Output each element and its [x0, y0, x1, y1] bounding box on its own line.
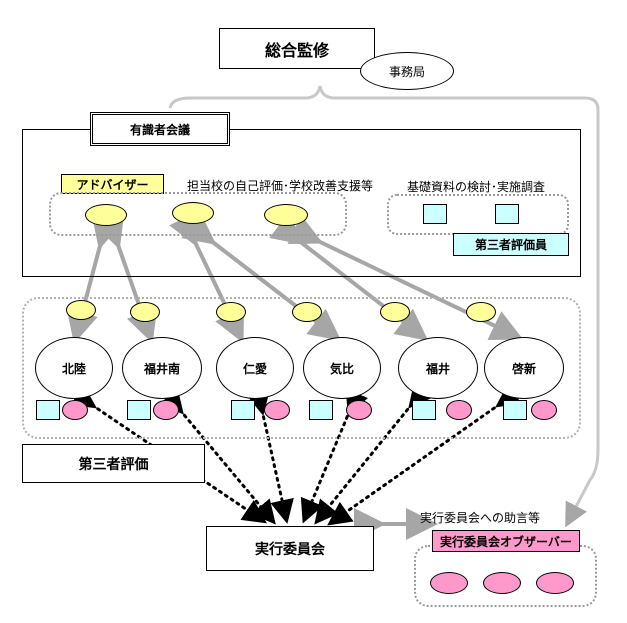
link-oval-5	[380, 302, 410, 322]
third-eval-box: 第三者評価	[22, 444, 205, 483]
committee-link-jinai	[246, 389, 294, 524]
title-text: 総合監修	[264, 40, 329, 60]
advisor-ellipse-1	[85, 204, 127, 226]
observer-oval-2	[483, 572, 521, 594]
observer-oval-1	[430, 572, 468, 594]
third-role-text: 基礎資料の検討･実施調査	[407, 180, 546, 194]
school-oval-5	[446, 400, 472, 420]
school-circle-hokuriku: 北陸	[35, 337, 113, 399]
link-oval-2	[130, 302, 160, 322]
advisor-ellipse-2	[172, 202, 214, 224]
committee-box: 実行委員会	[206, 526, 374, 571]
school-circle-keishin: 啓新	[484, 337, 564, 399]
office-text: 事務局	[388, 64, 425, 79]
observer-oval-3	[536, 572, 574, 594]
school-square-1	[36, 400, 60, 420]
school-oval-4	[346, 400, 372, 420]
advice-text: 実行委員会への助言等	[420, 511, 541, 525]
third-square-1	[423, 204, 447, 224]
school-square-2	[127, 400, 151, 420]
school-circle-fukuiminami: 福井南	[122, 337, 202, 399]
link-oval-3	[216, 302, 246, 322]
title-brace	[168, 85, 600, 111]
third-evaluator-label: 第三者評価員	[453, 233, 569, 256]
school-circle-kehi: 気比	[303, 337, 381, 399]
observer-line	[565, 110, 600, 528]
school-circle-fukui: 福井	[398, 337, 478, 399]
link-oval-6	[466, 302, 496, 322]
school-oval-6	[531, 400, 557, 420]
third-square-2	[495, 204, 519, 224]
committee-link-keishin	[327, 383, 522, 526]
council-label: 有識者会議	[90, 112, 230, 146]
advisor-role-text: 担当校の自己評価･学校改善支援等	[187, 179, 374, 193]
office-ellipse: 事務局	[360, 52, 454, 90]
school-circle-jinai: 仁愛	[216, 337, 294, 399]
title-box: 総合監修	[219, 28, 375, 69]
school-square-5	[412, 400, 436, 420]
school-square-3	[231, 400, 255, 420]
council-box	[22, 129, 581, 277]
link-oval-1	[66, 300, 96, 320]
schools-region	[22, 297, 581, 439]
advisor-label: アドバイザー	[61, 174, 164, 194]
school-oval-1	[62, 400, 88, 420]
school-square-4	[309, 400, 333, 420]
school-oval-2	[153, 400, 179, 420]
link-oval-4	[292, 302, 322, 322]
observer-label: 実行委員会オブザーバー	[432, 530, 580, 552]
advisor-group	[49, 192, 347, 236]
school-oval-3	[264, 400, 290, 420]
third-group	[387, 194, 569, 235]
advisor-ellipse-3	[264, 204, 308, 226]
school-square-6	[503, 400, 527, 420]
